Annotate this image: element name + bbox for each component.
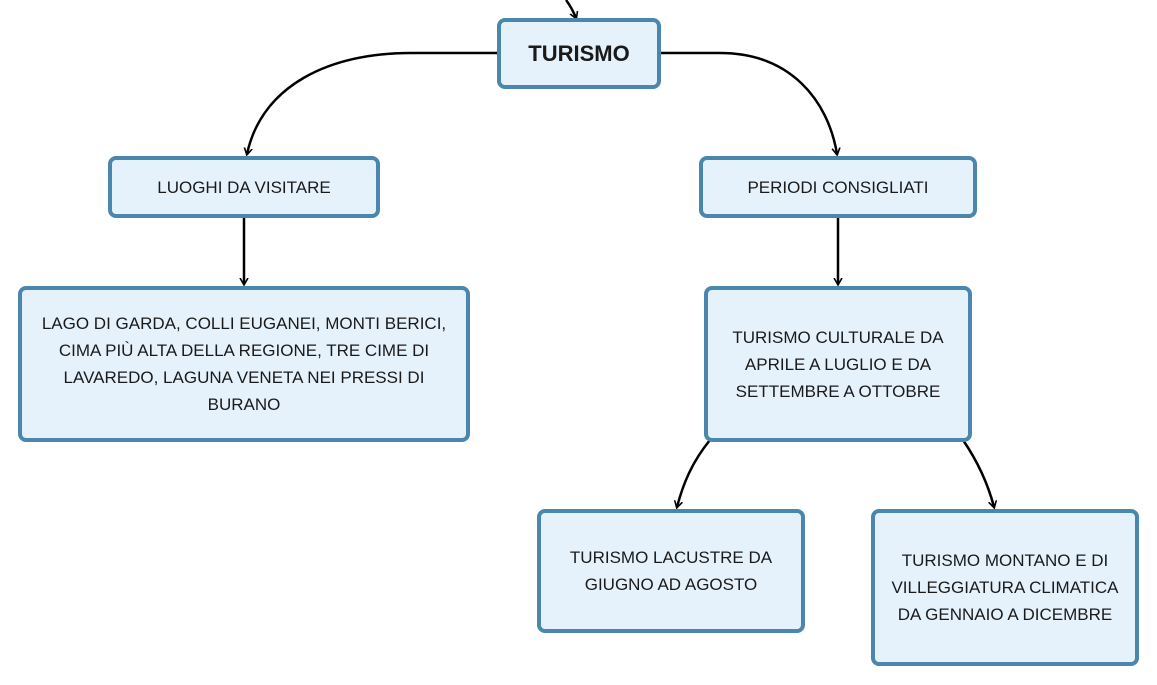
connector-turismo-periodi (661, 51, 837, 154)
node-luoghi-da-visitare[interactable]: LUOGHI DA VISITARE (108, 156, 380, 218)
node-turismo-culturale[interactable]: TURISMO CULTURALE DA APRILE A LUGLIO E D… (704, 286, 972, 442)
node-luoghi-list[interactable]: LAGO DI GARDA, COLLI EUGANEI, MONTI BERI… (18, 286, 470, 442)
connector-turismo-luoghi (247, 51, 497, 154)
node-turismo[interactable]: TURISMO (497, 18, 661, 89)
node-turismo-montano[interactable]: TURISMO MONTANO E DI VILLEGGIATURA CLIMA… (871, 509, 1139, 666)
node-periodi-consigliati[interactable]: PERIODI CONSIGLIATI (699, 156, 977, 218)
connector-culturale-montano (961, 439, 994, 507)
connector-incoming-turismo (564, 0, 576, 18)
node-turismo-lacustre[interactable]: TURISMO LACUSTRE DA GIUGNO AD AGOSTO (537, 509, 805, 633)
connector-culturale-lacustre (677, 439, 711, 507)
